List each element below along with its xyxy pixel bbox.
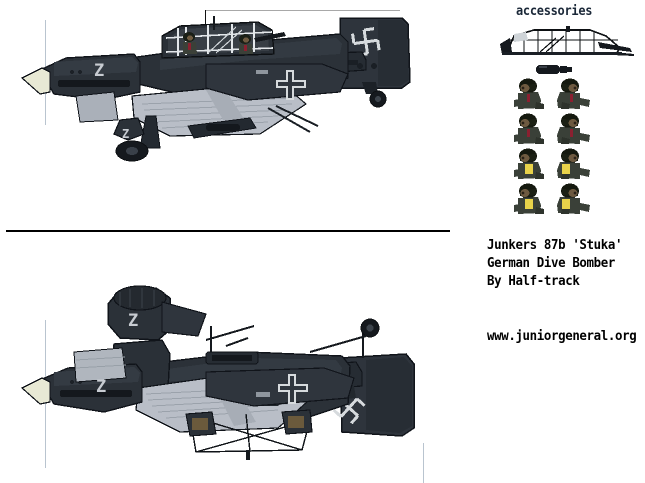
crew-figure (514, 148, 544, 179)
crew-figure (514, 113, 544, 144)
model-caption: Junkers 87b 'Stuka' German Dive Bomber B… (487, 236, 632, 290)
aircraft-bottom-view: Z (10, 280, 440, 465)
svg-text:Z: Z (94, 61, 104, 81)
guide-line-bottom-tail (423, 443, 424, 483)
caption-line-title: Junkers 87b 'Stuka' (487, 237, 623, 253)
antenna-wire-top (205, 10, 400, 11)
crew-figure (557, 113, 590, 144)
accessories-label: accessories (516, 4, 593, 19)
crew-figure (557, 183, 590, 214)
svg-text:Z: Z (128, 311, 138, 331)
caption-line-author: By Half-track (487, 273, 580, 289)
aircraft-top-view: Z Z (10, 8, 425, 168)
website-url: www.juniorgeneral.org (487, 328, 637, 344)
caption-line-subtitle: German Dive Bomber (487, 255, 615, 271)
accessory-bomb (534, 62, 574, 76)
svg-text:Z: Z (96, 377, 106, 397)
crew-figure (514, 78, 544, 109)
accessory-crew-figures (500, 78, 596, 216)
crew-figure (514, 183, 544, 214)
crew-figure (557, 78, 590, 109)
svg-text:Z: Z (122, 127, 129, 141)
accessory-canopy (494, 26, 640, 60)
section-divider-rule (6, 230, 450, 232)
crew-figure (557, 148, 590, 179)
